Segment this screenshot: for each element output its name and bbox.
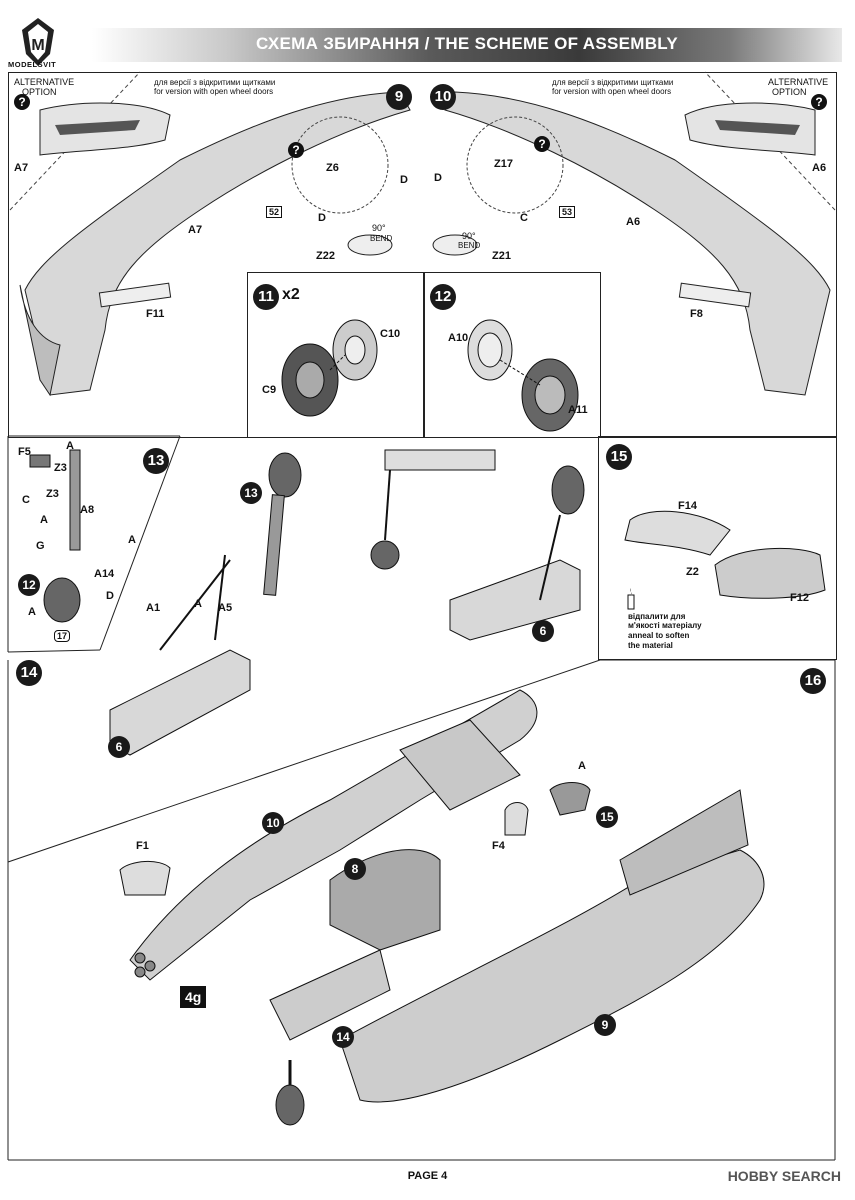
question-icon: ? bbox=[534, 136, 550, 152]
part-a10: A10 bbox=[448, 332, 469, 344]
step-15-badge: 15 bbox=[606, 444, 632, 470]
part-a8: A8 bbox=[80, 504, 95, 516]
alt-option-right-line1: ALTERNATIVE bbox=[768, 77, 829, 87]
part-a-1: A bbox=[66, 440, 74, 452]
watermark: HOBBY SEARCH bbox=[727, 1168, 841, 1184]
part-a-3: A bbox=[128, 534, 136, 546]
bend-angle-left: 90° bbox=[372, 223, 386, 233]
anneal-note-ua-1: відпалити для bbox=[628, 612, 686, 621]
step-11-quantity: x2 bbox=[282, 286, 300, 303]
alt-option-left-line2: OPTION bbox=[22, 87, 57, 97]
question-icon: ? bbox=[288, 142, 304, 158]
alt-option-left-line1: ALTERNATIVE bbox=[14, 77, 75, 87]
step-14-badge: 14 bbox=[16, 660, 42, 686]
part-d-1: D bbox=[400, 174, 408, 186]
ref-53: 53 bbox=[559, 206, 576, 218]
part-c-1: C bbox=[520, 212, 528, 224]
ref-52: 52 bbox=[266, 206, 283, 218]
part-a5: A5 bbox=[218, 602, 233, 614]
anneal-note-ua-2: м'якості матеріалу bbox=[628, 621, 702, 630]
part-z3-2: Z3 bbox=[46, 488, 59, 500]
step-13-badge: 13 bbox=[143, 448, 169, 474]
part-a-5: A bbox=[194, 598, 202, 610]
part-f8: F8 bbox=[690, 308, 703, 320]
part-d-4: D bbox=[106, 590, 114, 602]
svg-text:M: M bbox=[31, 37, 44, 54]
part-c10: C10 bbox=[380, 328, 401, 340]
part-f5: F5 bbox=[18, 446, 31, 458]
part-f11: F11 bbox=[146, 308, 165, 320]
part-a11: A11 bbox=[568, 404, 588, 416]
bend-angle-right: 90° bbox=[462, 231, 476, 241]
step-14-ref-badge: 14 bbox=[332, 1026, 354, 1048]
page-title: СХЕМА ЗБИРАННЯ / THE SCHEME OF ASSEMBLY bbox=[255, 34, 679, 53]
alt-option-right-line2: OPTION bbox=[772, 87, 807, 97]
step-9-badge: 9 bbox=[386, 84, 412, 110]
part-c9: C9 bbox=[262, 384, 277, 396]
part-a-4: A bbox=[28, 606, 36, 618]
part-z22: Z22 bbox=[316, 250, 335, 262]
bend-word-right: BEND bbox=[458, 241, 481, 250]
page-number: PAGE 4 bbox=[407, 1170, 448, 1182]
question-icon: ? bbox=[14, 94, 30, 110]
part-a7-alt: A7 bbox=[14, 162, 29, 174]
brand-logo: M bbox=[10, 14, 66, 72]
open-doors-note-left-ua: для версії з відкритими щитками bbox=[154, 78, 276, 87]
part-a14: A14 bbox=[94, 568, 115, 580]
step-12-badge: 12 bbox=[430, 284, 456, 310]
part-f14: F14 bbox=[678, 500, 697, 512]
step-6-ref-badge: 6 bbox=[108, 736, 130, 758]
step-13-ref-badge: 13 bbox=[240, 482, 262, 504]
step-11-panel bbox=[247, 272, 425, 438]
part-z3-1: Z3 bbox=[54, 462, 67, 474]
part-f12: F12 bbox=[790, 592, 809, 604]
part-a6-alt: A6 bbox=[812, 162, 827, 174]
ref-4g: 4g bbox=[180, 986, 207, 1008]
step-12-ref-badge: 12 bbox=[18, 574, 40, 596]
part-a-2: A bbox=[40, 514, 48, 526]
anneal-note-en-2: the material bbox=[628, 641, 673, 650]
step-9-ref-badge: 9 bbox=[594, 1014, 616, 1036]
brand-name: MODELSVIT bbox=[8, 60, 57, 69]
part-z6: Z6 bbox=[326, 162, 339, 174]
step-16-badge: 16 bbox=[800, 668, 826, 694]
part-c-2: C bbox=[22, 494, 30, 506]
anneal-note-en-1: anneal to soften bbox=[628, 631, 690, 640]
step-11-badge: 11 bbox=[253, 284, 279, 310]
part-a1: A1 bbox=[146, 602, 161, 614]
part-g: G bbox=[36, 540, 45, 552]
question-icon: ? bbox=[811, 94, 827, 110]
part-f4: F4 bbox=[492, 840, 505, 852]
page-header: СХЕМА ЗБИРАННЯ / THE SCHEME OF ASSEMBLY bbox=[92, 28, 842, 62]
part-a7: A7 bbox=[188, 224, 203, 236]
step-15-ref-badge: 15 bbox=[596, 806, 618, 828]
part-z21: Z21 bbox=[492, 250, 511, 262]
open-doors-note-right-ua: для версії з відкритими щитками bbox=[552, 78, 674, 87]
logo-emblem: M bbox=[22, 18, 54, 66]
bend-word-left: BEND bbox=[370, 234, 393, 243]
step-8-ref-badge: 8 bbox=[344, 858, 366, 880]
part-z17: Z17 bbox=[494, 158, 513, 170]
step-12-panel bbox=[423, 272, 601, 438]
step-10-badge: 10 bbox=[430, 84, 456, 110]
part-f1: F1 bbox=[136, 840, 149, 852]
open-doors-note-left-en: for version with open wheel doors bbox=[154, 87, 274, 96]
part-a6: A6 bbox=[626, 216, 641, 228]
step-6-ref-badge-b: 6 bbox=[532, 620, 554, 642]
ref-17: 17 bbox=[54, 630, 71, 642]
open-doors-note-right-en: for version with open wheel doors bbox=[552, 87, 672, 96]
part-a-6: A bbox=[578, 760, 586, 772]
step-10-ref-badge: 10 bbox=[262, 812, 284, 834]
part-d-2: D bbox=[318, 212, 326, 224]
part-d-3: D bbox=[434, 172, 442, 184]
part-z2: Z2 bbox=[686, 566, 699, 578]
